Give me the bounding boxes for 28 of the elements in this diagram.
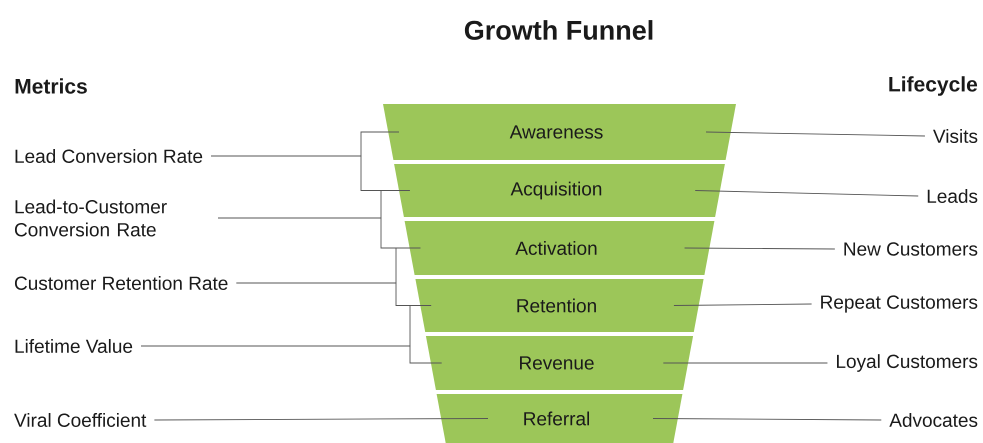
leader-line bbox=[662, 362, 828, 364]
metric-label: Lead-to-Customer Conversion Rate bbox=[14, 200, 167, 236]
funnel-stage: Activation bbox=[404, 221, 714, 275]
metric-label: Lifetime Value bbox=[16, 339, 132, 353]
funnel-stage: Awareness bbox=[383, 104, 736, 160]
metric-label: Lead Conversion Rate bbox=[16, 149, 202, 163]
metric-label: Customer Retention Rate bbox=[14, 276, 228, 290]
column-heading: Metrics bbox=[16, 78, 87, 94]
bracket-line bbox=[140, 346, 442, 364]
lifecycle-label: New Customers bbox=[844, 242, 978, 256]
funnel-stage: Referral bbox=[436, 394, 682, 443]
title: Growth Funnel bbox=[464, 20, 652, 40]
leader-line bbox=[694, 190, 919, 196]
lifecycle-label: Advocates bbox=[889, 413, 978, 427]
metric-label: Viral Coefficient bbox=[14, 413, 146, 427]
funnel-stage: Acquisition bbox=[394, 164, 725, 217]
lifecycle-label: Leads bbox=[928, 189, 978, 203]
funnel-stage: Retention bbox=[415, 279, 704, 332]
lifecycle-label: Loyal Customers bbox=[837, 354, 978, 372]
leader-line bbox=[154, 418, 488, 420]
leader-line bbox=[684, 248, 836, 250]
lifecycle-label: Visits bbox=[933, 129, 978, 143]
column-heading: Lifecycle bbox=[889, 76, 978, 96]
leader-line bbox=[706, 132, 926, 136]
funnel-stage: Revenue bbox=[426, 336, 694, 390]
lifecycle-label: Repeat Customers bbox=[821, 295, 978, 313]
leader-line bbox=[652, 418, 882, 420]
leader-line bbox=[673, 304, 812, 306]
